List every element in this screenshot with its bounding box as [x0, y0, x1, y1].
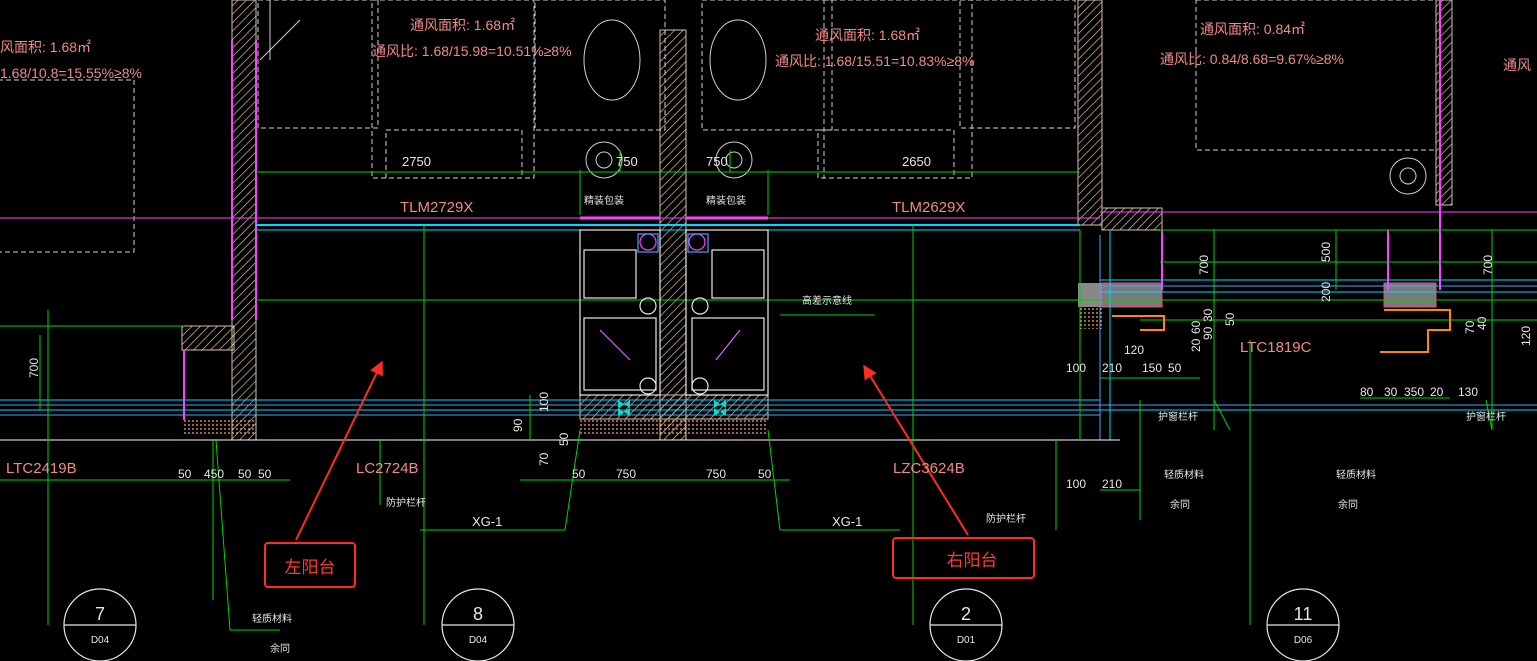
vent-area-4: 通风面积: 0.84㎡	[1200, 21, 1305, 37]
note-same-3: 余同	[270, 642, 290, 655]
vent-ratio-2: 通风比: 1.68/15.98=10.51%≥8%	[372, 43, 572, 59]
vent-ratio-3: 通风比: 1.68/15.51=10.83%≥8%	[775, 53, 975, 69]
dim-750-a: 750	[616, 154, 638, 169]
dim-100-a: 100	[1066, 361, 1086, 375]
window-code-ltc1819c: LTC1819C	[1240, 339, 1312, 356]
vent-area-3: 通风面积: 1.68㎡	[815, 27, 920, 43]
dim-b50-b: 50	[238, 467, 252, 481]
fixtures	[259, 0, 1427, 195]
detail-num-11: 11	[1294, 604, 1313, 624]
note-light-material-2: 轻质材料	[1336, 468, 1376, 481]
callout-left-balcony: 左阳台	[285, 558, 336, 577]
detail-circles	[63, 588, 1340, 661]
dim-v30: 30	[1201, 308, 1215, 322]
window-code-ltc2419b: LTC2419B	[6, 460, 77, 477]
note-same-2: 余同	[1338, 498, 1358, 511]
callout-arrows	[295, 360, 969, 541]
window-code-lc2724b: LC2724B	[356, 460, 419, 477]
dim-v90: 90	[1201, 326, 1215, 340]
detail-num-8: 8	[473, 604, 483, 624]
note-guard-left: 防护栏杆	[386, 496, 426, 509]
dim-l50: 50	[557, 432, 571, 446]
dim-700-c: 700	[1481, 255, 1495, 275]
dim-l90: 90	[511, 418, 525, 432]
vent-area-5: 通风	[1503, 57, 1531, 73]
vent-area-1: 风面积: 1.68㎡	[0, 39, 91, 55]
detail-ref-8: D04	[469, 635, 488, 646]
note-light-material-1: 轻质材料	[1164, 468, 1204, 481]
dim-120: 120	[1124, 343, 1144, 357]
dim-150: 150	[1142, 361, 1162, 375]
note-fit-box-left: 精装包装	[584, 194, 624, 207]
dim-v60: 60	[1189, 320, 1203, 334]
note-guard-window-1: 护窗栏杆	[1158, 410, 1198, 423]
dim-750-b: 750	[706, 154, 728, 169]
dim-r350: 350	[1404, 385, 1424, 399]
dim-700-b: 700	[1197, 255, 1211, 275]
detail-ref-11: D06	[1294, 635, 1313, 646]
dim-v20: 20	[1189, 338, 1203, 352]
dim-b750-b: 750	[706, 467, 726, 481]
vent-ratio-1: 1.68/10.8=15.55%≥8%	[0, 65, 142, 81]
detail-ref-2: D01	[957, 635, 976, 646]
dim-b50-c: 50	[258, 467, 272, 481]
dim-v50: 50	[1223, 312, 1237, 326]
note-fit-box-right: 精装包装	[706, 194, 746, 207]
dim-b50-a: 50	[178, 467, 192, 481]
dim-210-b: 210	[1102, 477, 1122, 491]
dim-700-a: 700	[27, 358, 41, 378]
dim-210-a: 210	[1102, 361, 1122, 375]
dim-b450: 450	[204, 467, 224, 481]
right-balcony-callout-box[interactable]	[892, 537, 1035, 579]
note-height-diff: 高差示意线	[802, 294, 852, 307]
detail-ref-7: D04	[91, 635, 110, 646]
dim-b50-e: 50	[758, 467, 772, 481]
dim-2750: 2750	[402, 154, 431, 169]
vent-area-2: 通风面积: 1.68㎡	[410, 17, 515, 33]
dim-r30: 30	[1384, 385, 1398, 399]
window-code-tlm2729x: TLM2729X	[400, 199, 473, 216]
note-guard-right: 防护栏杆	[986, 512, 1026, 525]
purple-lines	[0, 0, 1537, 420]
dim-50-a: 50	[1168, 361, 1182, 375]
furniture-outlines	[0, 0, 1437, 253]
steel-sections	[1112, 309, 1451, 353]
laundry-fixtures	[579, 229, 769, 416]
window-code-lzc3624b: LZC3624B	[893, 460, 965, 477]
dim-2650: 2650	[902, 154, 931, 169]
left-balcony-callout-box[interactable]	[264, 542, 356, 588]
dim-b50-d: 50	[572, 467, 586, 481]
dim-l100: 100	[537, 392, 551, 412]
dim-r80: 80	[1360, 385, 1374, 399]
dim-v70: 70	[1463, 320, 1477, 334]
dim-100-b: 100	[1066, 477, 1086, 491]
note-xg-left: XG-1	[472, 514, 502, 529]
note-xg-right: XG-1	[832, 514, 862, 529]
window-code-tlm2629x: TLM2629X	[892, 199, 965, 216]
note-guard-window-2: 护窗栏杆	[1466, 410, 1506, 423]
note-same-1: 余同	[1170, 498, 1190, 511]
dim-l70: 70	[537, 452, 551, 466]
callout-right-balcony: 右阳台	[947, 551, 998, 570]
dim-r130: 130	[1458, 385, 1478, 399]
dim-v120: 120	[1519, 326, 1533, 346]
vent-ratio-4: 通风比: 0.84/8.68=9.67%≥8%	[1160, 51, 1344, 67]
dim-v40: 40	[1475, 316, 1489, 330]
glazing-lines	[0, 224, 1537, 441]
detail-num-2: 2	[961, 604, 971, 624]
dimension-lines	[0, 150, 1537, 631]
dim-b750-a: 750	[616, 467, 636, 481]
detail-num-7: 7	[95, 604, 105, 624]
dim-500: 500	[1319, 242, 1333, 262]
note-light-material-3: 轻质材料	[252, 612, 292, 625]
dim-200: 200	[1319, 282, 1333, 302]
dim-r20: 20	[1430, 385, 1444, 399]
